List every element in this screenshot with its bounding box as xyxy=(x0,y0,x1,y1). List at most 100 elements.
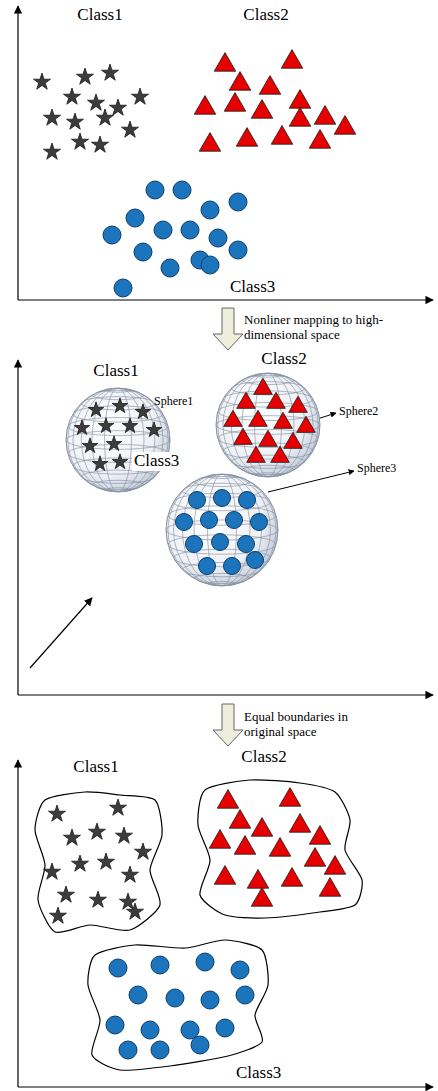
triangle-points xyxy=(224,378,316,462)
sphere-callout: Sphere3 xyxy=(357,462,396,475)
triangle-point xyxy=(334,116,355,135)
label-holder: Sphere3 xyxy=(357,462,396,475)
circle-point xyxy=(189,492,206,509)
x-axis xyxy=(18,299,433,300)
class-label: Class2 xyxy=(243,6,288,25)
class-label: Class1 xyxy=(73,758,118,777)
circle-point xyxy=(201,201,219,219)
star-point xyxy=(66,113,83,129)
star-point xyxy=(89,891,106,907)
circle-point xyxy=(151,1041,169,1059)
star-point xyxy=(71,855,88,871)
star-points xyxy=(33,64,148,159)
star-point xyxy=(88,823,105,839)
star-point xyxy=(57,886,74,902)
z-axis xyxy=(30,598,92,668)
star-point xyxy=(63,829,80,845)
star-point xyxy=(106,436,122,451)
triangle-point xyxy=(254,378,273,394)
star-point xyxy=(135,404,151,419)
circle-point xyxy=(181,1021,199,1039)
star-points xyxy=(43,799,151,923)
circle-point xyxy=(214,490,231,507)
circle-point xyxy=(103,226,121,244)
axes-panel-1 xyxy=(18,6,433,300)
star-point xyxy=(96,109,113,125)
star-point xyxy=(109,799,126,815)
triangle-point xyxy=(274,412,293,428)
circle-point xyxy=(151,956,169,974)
triangle-point xyxy=(297,416,316,432)
class-sphere: Class1 xyxy=(62,360,174,494)
triangle-points xyxy=(194,50,355,152)
triangle-point xyxy=(214,53,235,72)
circle-point xyxy=(181,221,199,239)
circle-point xyxy=(119,1041,137,1059)
shape-outline xyxy=(62,360,174,494)
triangle-point xyxy=(269,838,290,857)
star-point xyxy=(109,99,126,115)
circle-point xyxy=(251,514,268,531)
label-holder: Sphere2 xyxy=(339,405,378,418)
circle-point xyxy=(229,193,247,211)
triangle-point xyxy=(217,790,238,809)
triangle-point xyxy=(289,396,308,412)
triangle-point xyxy=(314,106,335,125)
circle-point xyxy=(146,181,164,199)
star-points xyxy=(74,398,162,471)
x-axis xyxy=(18,1086,433,1087)
step-arrow xyxy=(213,704,243,746)
circle-point xyxy=(229,241,247,259)
star-point xyxy=(97,853,114,869)
triangle-point xyxy=(251,100,272,119)
star-point xyxy=(112,398,128,413)
circle-point xyxy=(161,259,179,277)
sphere-callout: Sphere1 xyxy=(154,395,193,408)
triangle-point xyxy=(304,848,325,867)
circle-point xyxy=(196,953,214,971)
star-point xyxy=(101,64,118,80)
circle-point xyxy=(134,243,152,261)
axes-panel-3 xyxy=(18,760,433,1087)
step-annotation: Equal boundaries in original space xyxy=(244,710,369,740)
star-point xyxy=(122,418,138,433)
star-point xyxy=(115,827,132,843)
circle-point xyxy=(209,229,227,247)
star-point xyxy=(121,866,138,882)
triangle-point xyxy=(234,836,255,855)
triangle-point xyxy=(247,870,268,889)
class-label: Class1 xyxy=(93,362,138,381)
y-axis xyxy=(17,760,18,1087)
class-region: Class3 xyxy=(83,935,293,1085)
shape-outline xyxy=(30,756,170,936)
circle-point xyxy=(186,536,203,553)
circle-point xyxy=(176,514,193,531)
triangle-point xyxy=(271,446,290,462)
star-point xyxy=(49,907,66,923)
circle-points xyxy=(103,181,247,297)
star-point xyxy=(63,88,80,104)
circle-point xyxy=(201,256,219,274)
class-region: Class2 xyxy=(193,746,368,921)
triangle-point xyxy=(224,93,245,112)
class-boundary xyxy=(88,940,268,1070)
triangle-point xyxy=(249,410,268,426)
shape-outline xyxy=(83,935,293,1085)
label-holder: Sphere1 xyxy=(154,395,193,408)
star-point xyxy=(48,805,65,821)
star-point xyxy=(92,456,108,471)
circle-point xyxy=(199,558,216,575)
class-boundary xyxy=(198,780,362,918)
shape-outline xyxy=(130,450,280,590)
triangle-point xyxy=(324,856,345,875)
star-point xyxy=(76,68,93,84)
star-point xyxy=(43,143,60,159)
star-point xyxy=(82,438,98,453)
triangle-points xyxy=(209,788,345,907)
sphere-callout: Sphere2 xyxy=(339,405,378,418)
triangle-point xyxy=(289,90,310,109)
star-point xyxy=(71,133,88,149)
star-point xyxy=(88,402,104,417)
triangle-point xyxy=(229,810,250,829)
